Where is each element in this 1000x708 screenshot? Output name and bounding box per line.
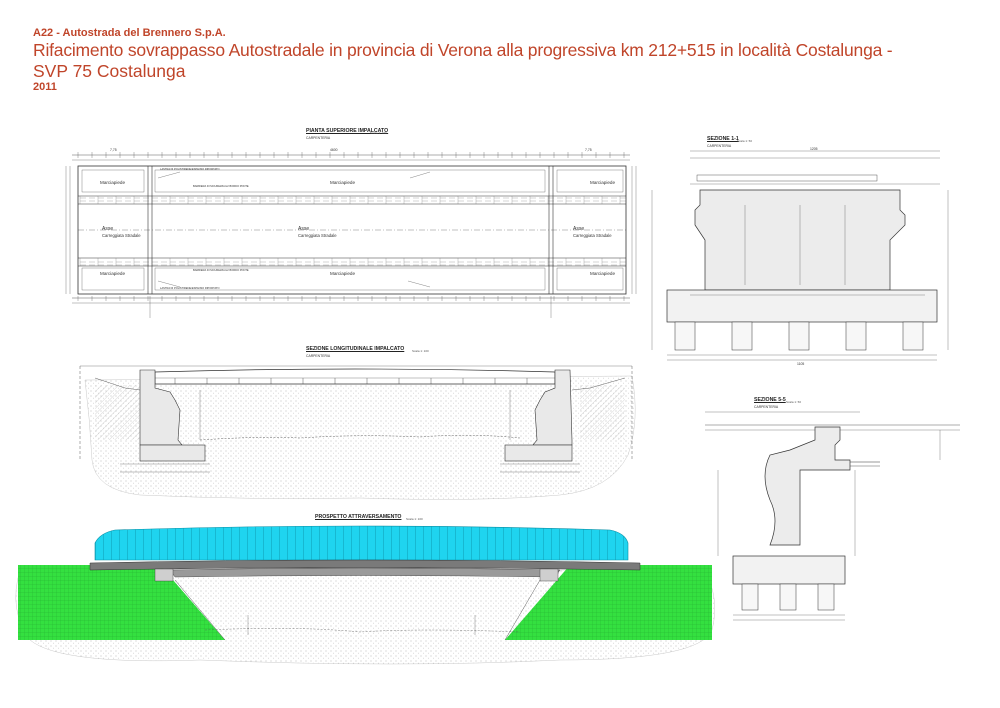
elevation-scale: Scala 1: 100 [406, 517, 423, 521]
plan-note-barriera-top: BARRIERA DI SICUREZZA H2 BORDO PONTE [193, 185, 249, 188]
project-year: 2011 [33, 81, 57, 93]
company-title: A22 - Autostrada del Brennero S.p.A. [33, 27, 226, 39]
section-1-1-scale: Scala 1: 50 [737, 139, 753, 143]
section-1-1-subtitle: CARPENTERIA [707, 144, 732, 148]
plan-marciapiede-top-right: Marciapiede [590, 180, 616, 185]
section-1-1-dim-top: 1205 [810, 147, 818, 151]
plan-asse-right: Asse [573, 226, 585, 232]
plan-asse-left: Asse [102, 226, 114, 232]
plan-carreggiata-left: Carreggiata Stradale [102, 233, 141, 238]
plan-view-scale: Scala 1: 100 [370, 131, 387, 135]
plan-dim-right: 7,75 [585, 148, 592, 152]
plan-dim-left: 7,75 [110, 148, 117, 152]
plan-view-title: PIANTA SUPERIORE IMPALCATO [306, 128, 389, 134]
plan-view-subtitle: CARPENTERIA [306, 136, 331, 140]
plan-asse-center: Asse [298, 226, 310, 232]
plan-marciapiede-bottom-center: Marciapiede [330, 271, 356, 276]
plan-marciapiede-top-center: Marciapiede [330, 180, 356, 185]
section-5-5-scale: Scala 1: 50 [786, 400, 802, 404]
project-title-line1: Rifacimento sovrappasso Autostradale in … [33, 40, 893, 60]
plan-note-lastra-top: LASTRA DI POLISTIRENE/ESPANSO RIPORTATO [160, 168, 220, 171]
longitudinal-section-scale: Scala 1: 100 [412, 349, 429, 353]
plan-view [65, 152, 637, 318]
section-5-5-subtitle: CARPENTERIA [754, 405, 779, 409]
section-1-1-title: SEZIONE 1-1 [707, 136, 739, 142]
project-title-line2: SVP 75 Costalunga [33, 61, 186, 81]
plan-marciapiede-bottom-right: Marciapiede [590, 271, 616, 276]
plan-note-barriera-bottom: BARRIERA DI SICUREZZA H2 BORDO PONTE [193, 269, 249, 272]
plan-marciapiede-bottom-left: Marciapiede [100, 271, 126, 276]
plan-carreggiata-center: Carreggiata Stradale [298, 233, 337, 238]
plan-marciapiede-top-left: Marciapiede [100, 180, 126, 185]
longitudinal-section-drawing [79, 365, 636, 500]
plan-carreggiata-right: Carreggiata Stradale [573, 233, 612, 238]
elevation-title: PROSPETTO ATTRAVERSAMENTO [315, 514, 402, 520]
longitudinal-section-title: SEZIONE LONGITUDINALE IMPALCATO [306, 346, 405, 352]
elevation-drawing [15, 525, 715, 665]
section-5-5-drawing [705, 411, 960, 621]
section-1-1-dim-bottom: 1105 [797, 362, 805, 366]
section-5-5-title: SEZIONE 5-5 [754, 397, 786, 403]
longitudinal-section-subtitle: CARPENTERIA [306, 354, 331, 358]
section-1-1-drawing [651, 150, 949, 361]
plan-dim-total: 4600 [330, 148, 338, 152]
plan-note-lastra-bottom: LASTRA DI POLISTIRENE/ESPANSO RIPORTATO [160, 287, 220, 290]
